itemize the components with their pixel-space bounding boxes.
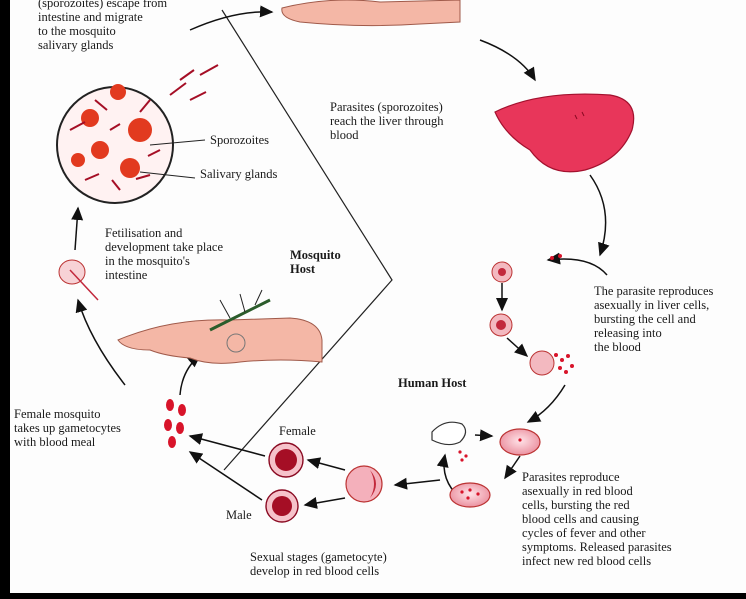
label-salivary-glands: Salivary glands [200,167,277,181]
female-gametocyte-body [275,449,297,471]
label-female-mosquito: Female mosquito takes up gametocytes wit… [14,407,121,449]
hand-top [282,0,460,26]
label-male: Male [226,508,252,522]
label-red-blood: Parasites reproduce asexually in red blo… [522,470,672,568]
label-human-host: Human Host [398,376,466,390]
label-sexual-stages: Sexual stages (gametocyte) develop in re… [250,550,387,578]
label-top-left: (sporozoites) escape from intestine and … [38,0,167,52]
liver-cell-2-nucleus [496,320,506,330]
salivary-gland [57,87,173,203]
rbc-infected-1 [500,429,540,455]
label-fertilisation: Fetilisation and development take place … [105,226,223,282]
liver-cell-3 [530,351,554,375]
rbc-infected-2 [450,483,490,507]
label-liver-cells: The parasite reproduces asexually in liv… [594,284,713,354]
liver-cell-1-nucleus [498,268,506,276]
label-mosquito-host: Mosquito Host [290,248,341,276]
male-gametocyte-body [272,496,292,516]
gametocyte-cell [346,466,382,502]
arrow-rbc-cycle-3 [475,435,492,436]
label-sporozoites: Sporozoites [210,133,269,147]
label-female: Female [279,424,316,438]
label-liver: Parasites (sporozoites) reach the liver … [330,100,444,142]
